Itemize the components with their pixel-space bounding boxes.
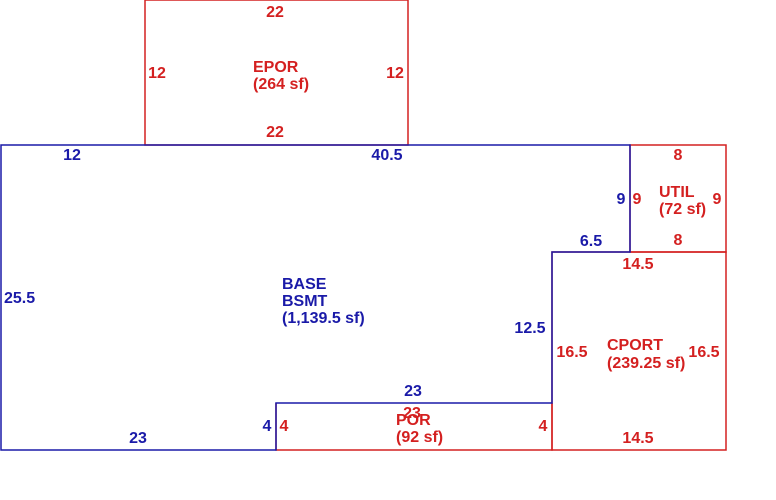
por-dim-left: 4 [280,418,289,435]
base-dim-top-left: 12 [63,147,81,164]
por-dim-right: 4 [539,418,548,435]
util-name: UTIL [659,184,695,201]
por-dim-top: 23 [403,405,421,422]
epor-dim-right: 12 [386,65,404,82]
epor-dim-left: 12 [148,65,166,82]
base-name-line2: BSMT [282,293,328,310]
util-section: 8 9 9 8 UTIL (72 sf) [629,144,727,253]
cport-dim-left: 16.5 [556,344,587,361]
por-name: POR [396,412,431,429]
util-dim-bottom: 8 [674,232,683,249]
cport-dim-right: 16.5 [688,344,719,361]
cport-name: CPORT [607,337,663,354]
util-dim-left: 9 [633,191,642,208]
epor-area: (264 sf) [253,76,309,93]
base-dim-top-right: 40.5 [371,147,402,164]
util-area: (72 sf) [659,201,706,218]
base-outline [0,144,631,451]
cport-section: 14.5 16.5 16.5 14.5 CPORT (239.25 sf) [551,251,727,451]
base-dim-notch-top: 6.5 [580,233,602,250]
base-dim-right-lower: 12.5 [514,320,545,337]
por-area: (92 sf) [396,429,443,446]
base-dim-step-top: 23 [404,383,422,400]
cport-dim-top: 14.5 [622,256,653,273]
util-dim-right: 9 [713,191,722,208]
epor-name: EPOR [253,59,299,76]
base-name-line1: BASE [282,276,327,293]
epor-section: 22 12 12 22 EPOR (264 sf) [144,0,409,146]
base-dim-step-up: 4 [263,418,272,435]
util-dim-top: 8 [674,147,683,164]
base-dim-right-upper: 9 [617,191,626,208]
base-dim-bottom: 23 [129,430,147,447]
por-section: 23 4 4 POR (92 sf) [275,403,553,451]
cport-dim-bottom: 14.5 [622,430,653,447]
epor-dim-bottom: 22 [266,124,284,141]
base-section: 12 40.5 25.5 23 4 23 12.5 6.5 9 BASE BSM… [0,144,631,451]
epor-dim-top: 22 [266,4,284,21]
base-area: (1,139.5 sf) [282,310,365,327]
cport-area: (239.25 sf) [607,355,685,372]
base-dim-left: 25.5 [4,290,35,307]
